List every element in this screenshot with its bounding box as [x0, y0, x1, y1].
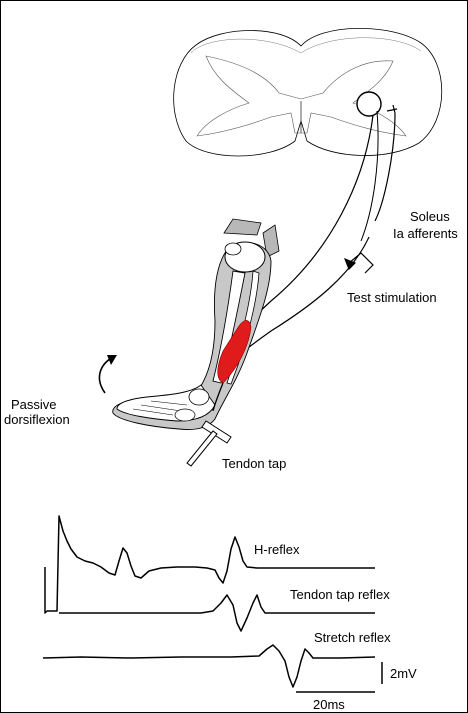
stretch-reflex-label: Stretch reflex	[314, 630, 391, 645]
scale-bars	[296, 662, 382, 692]
h-reflex-label: H-reflex	[254, 542, 300, 557]
passive-label-line1: Passive	[11, 397, 57, 412]
leg-illustration	[113, 219, 279, 430]
tendon-tap-label: Tendon tap	[222, 456, 286, 471]
spinal-cord-section	[174, 28, 442, 156]
time-scale-label: 20ms	[313, 697, 345, 712]
curved-arrow-icon	[99, 355, 117, 393]
soleus-label-line1: Soleus	[410, 209, 450, 224]
tendon-tap-reflex-label: Tendon tap reflex	[290, 587, 390, 602]
soleus-label-line2: Ia afferents	[393, 226, 458, 241]
stimulation-arrow-icon	[345, 253, 373, 273]
passive-label-line2: dorsiflexion	[4, 412, 70, 427]
stretch-reflex-trace	[43, 645, 375, 687]
synapse-terminal	[387, 105, 397, 113]
voltage-scale-label: 2mV	[390, 666, 417, 681]
test-stimulation-label: Test stimulation	[347, 290, 437, 305]
